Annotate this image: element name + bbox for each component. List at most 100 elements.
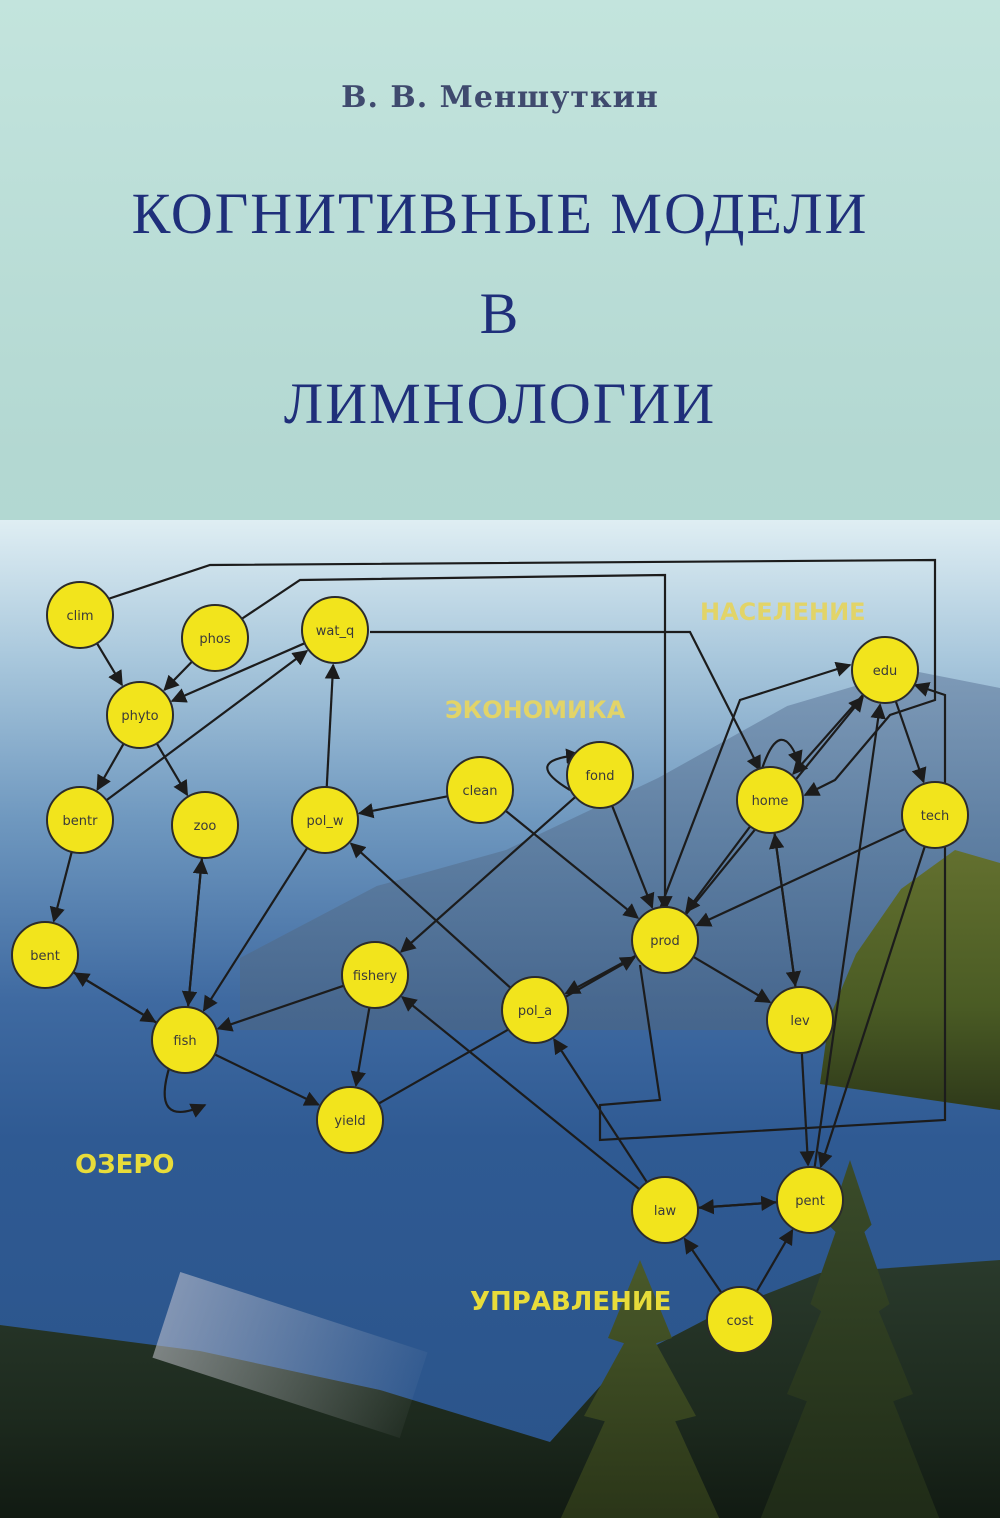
- node-label: prod: [650, 934, 680, 949]
- node-label: fond: [585, 769, 614, 784]
- node-label: phos: [199, 632, 230, 647]
- node-clean: clean: [446, 756, 514, 824]
- node-label: fishery: [353, 969, 398, 984]
- edge-fond-fishery: [400, 796, 577, 953]
- edge-edu-tech: [894, 700, 927, 784]
- edge-fishery-fish: [216, 984, 345, 1032]
- node-label: law: [654, 1204, 677, 1219]
- node-label: yield: [334, 1114, 365, 1129]
- node-circle: [631, 1176, 699, 1244]
- node-circle: [301, 596, 369, 664]
- edge-pent-edu: [813, 703, 886, 1168]
- connector-3: [648, 661, 852, 936]
- edge-phyto-bentr: [96, 743, 125, 791]
- node-clim: clim: [46, 581, 114, 649]
- edge-law-fishery: [400, 996, 641, 1191]
- node-circle: [316, 1086, 384, 1154]
- node-fish: fish: [151, 1006, 219, 1074]
- node-circle: [46, 786, 114, 854]
- edge-pol_w-fish: [202, 847, 309, 1012]
- author-name: В. В. Меншуткин: [341, 80, 659, 115]
- connector-0: [104, 558, 937, 796]
- node-circle: [736, 766, 804, 834]
- node-label: edu: [873, 664, 898, 679]
- node-circle: [11, 921, 79, 989]
- node-circle: [501, 976, 569, 1044]
- node-tech: tech: [901, 781, 969, 849]
- edge-home-prod: [685, 825, 752, 914]
- title-line-3: ЛИМНОЛОГИИ: [283, 371, 717, 436]
- node-fond: fond: [566, 741, 634, 809]
- node-label: phyto: [121, 709, 158, 724]
- edge-clean-pol_w: [357, 795, 448, 819]
- node-yield: yield: [316, 1086, 384, 1154]
- edge-fish-yield: [214, 1053, 320, 1106]
- edge-clim-phyto: [96, 642, 123, 687]
- node-circle: [106, 681, 174, 749]
- edge-tech-pent: [817, 846, 926, 1169]
- node-circle: [851, 636, 919, 704]
- node-circle: [566, 741, 634, 809]
- title-line-2: В: [479, 281, 521, 346]
- edge-wat_q-phyto: [170, 642, 306, 703]
- node-label: tech: [921, 809, 949, 824]
- edge-yield-prod: [378, 956, 636, 1105]
- edge-clean-prod: [504, 809, 640, 919]
- node-circle: [171, 791, 239, 859]
- node-bentr: bentr: [46, 786, 114, 854]
- node-circle: [901, 781, 969, 849]
- edge-phyto-zoo: [155, 742, 189, 797]
- node-label: pol_w: [307, 814, 344, 829]
- node-pol_a: pol_a: [501, 976, 569, 1044]
- edge-prod-pol_a: [564, 954, 637, 995]
- edge-lev-home: [768, 833, 797, 988]
- node-label: lev: [790, 1014, 810, 1029]
- edge-pol_a-pol_w: [349, 842, 512, 989]
- edge-bentr-wat_q: [105, 649, 309, 802]
- node-home: home: [736, 766, 804, 834]
- node-pol_w: pol_w: [291, 786, 359, 854]
- edge-bentr-bent: [49, 851, 73, 923]
- node-circle: [706, 1286, 774, 1354]
- node-label: bent: [30, 949, 60, 964]
- zone-label-ekonomika: ЭКОНОМИКА: [445, 696, 626, 724]
- node-label: zoo: [194, 819, 217, 834]
- node-circle: [46, 581, 114, 649]
- node-label: bentr: [63, 814, 99, 829]
- diagram-edges: [49, 558, 947, 1294]
- edge-cost-pent: [755, 1228, 794, 1293]
- node-zoo: zoo: [171, 791, 239, 859]
- node-label: clim: [66, 609, 93, 624]
- connector-6: [758, 738, 803, 776]
- edge-fish-bent: [73, 972, 158, 1024]
- node-wat_q: wat_q: [301, 596, 369, 664]
- edge-lev-pent: [799, 1052, 815, 1167]
- node-label: pol_a: [518, 1004, 552, 1019]
- node-circle: [151, 1006, 219, 1074]
- node-bent: bent: [11, 921, 79, 989]
- edge-edu-home: [792, 693, 864, 775]
- node-label: cost: [727, 1314, 754, 1329]
- edge-tech-prod: [695, 827, 906, 927]
- node-cost: cost: [706, 1286, 774, 1354]
- connector-4: [598, 682, 947, 1142]
- edge-fishery-yield: [350, 1007, 371, 1088]
- node-circle: [631, 906, 699, 974]
- node-phyto: phyto: [106, 681, 174, 749]
- node-circle: [766, 986, 834, 1054]
- node-prod: prod: [631, 906, 699, 974]
- node-circle: [341, 941, 409, 1009]
- node-label: home: [752, 794, 789, 809]
- title-line-1: КОГНИТИВНЫЕ МОДЕЛИ: [131, 181, 869, 246]
- node-edu: edu: [851, 636, 919, 704]
- node-circle: [291, 786, 359, 854]
- node-circle: [181, 604, 249, 672]
- edge-phos-phyto: [163, 660, 193, 692]
- edge-fish-zoo: [186, 858, 209, 1008]
- node-label: pent: [795, 1194, 825, 1209]
- connector-1: [239, 573, 673, 912]
- node-label: wat_q: [316, 624, 354, 639]
